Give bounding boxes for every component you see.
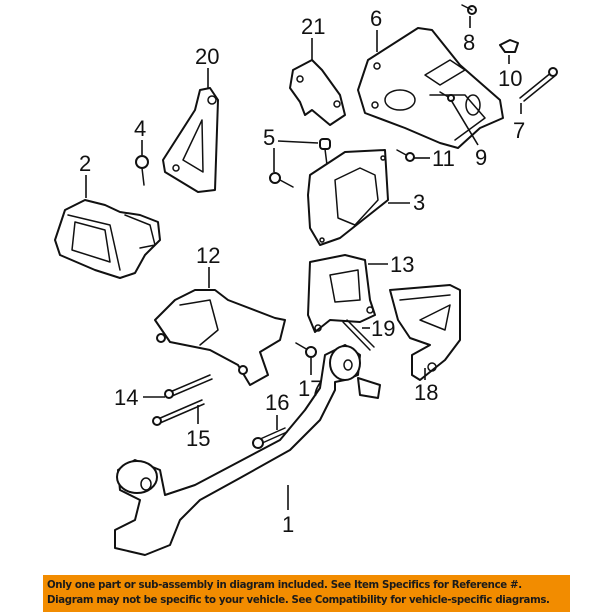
callout-2: 2 bbox=[79, 151, 91, 176]
part-3-transmission-mount[interactable] bbox=[307, 149, 389, 246]
disclaimer-line-2: Diagram may not be specific to your vehi… bbox=[47, 595, 550, 606]
callout-9: 9 bbox=[475, 145, 487, 170]
callout-15: 15 bbox=[186, 426, 210, 451]
part-11-stud[interactable] bbox=[396, 149, 415, 162]
disclaimer-line-1: Only one part or sub-assembly in diagram… bbox=[47, 580, 522, 591]
callout-11: 11 bbox=[432, 146, 455, 171]
part-2-engine-mount[interactable] bbox=[54, 199, 161, 279]
part-4-bolt[interactable] bbox=[135, 155, 149, 186]
part-10-nut[interactable] bbox=[499, 39, 519, 53]
callout-7: 7 bbox=[513, 118, 525, 143]
callout-20: 20 bbox=[195, 44, 219, 69]
callout-14: 14 bbox=[114, 385, 138, 410]
callout-17: 17 bbox=[298, 376, 322, 401]
part-13-bracket[interactable] bbox=[307, 254, 376, 333]
part-1-crossmember[interactable] bbox=[114, 344, 381, 556]
callout-5: 5 bbox=[263, 125, 275, 150]
callout-16: 16 bbox=[265, 390, 289, 415]
part-18-bracket[interactable] bbox=[389, 284, 461, 381]
callout-10: 10 bbox=[498, 66, 522, 91]
part-21-bracket[interactable] bbox=[289, 59, 346, 126]
callout-13: 13 bbox=[390, 252, 414, 277]
callout-8: 8 bbox=[463, 30, 475, 55]
disclaimer-banner: Only one part or sub-assembly in diagram… bbox=[43, 575, 570, 612]
part-20-bracket[interactable] bbox=[162, 87, 219, 193]
part-6-bracket[interactable] bbox=[357, 27, 504, 149]
leader-lines bbox=[85, 16, 522, 510]
part-7-bolt[interactable] bbox=[519, 67, 558, 102]
callout-3: 3 bbox=[413, 190, 425, 215]
callout-12: 12 bbox=[196, 243, 220, 268]
part-12-rear-mount[interactable] bbox=[154, 289, 286, 386]
callout-labels: 21 6 8 10 7 20 4 2 5 11 9 3 12 13 19 18 … bbox=[79, 6, 525, 537]
part-17-bolt[interactable] bbox=[295, 342, 317, 358]
callout-4: 4 bbox=[134, 116, 146, 141]
callout-18: 18 bbox=[414, 380, 438, 405]
callout-1: 1 bbox=[282, 512, 294, 537]
part-5-bolts[interactable] bbox=[269, 138, 331, 188]
callout-21: 21 bbox=[301, 14, 325, 39]
part-16-bolt[interactable] bbox=[252, 427, 288, 449]
part-15-bolt[interactable] bbox=[152, 399, 205, 426]
callout-19: 19 bbox=[371, 316, 395, 341]
part-14-bolt[interactable] bbox=[164, 374, 213, 399]
part-8-bolt[interactable] bbox=[461, 4, 477, 15]
callout-6: 6 bbox=[370, 6, 382, 31]
part-19-bolt[interactable] bbox=[342, 319, 375, 351]
